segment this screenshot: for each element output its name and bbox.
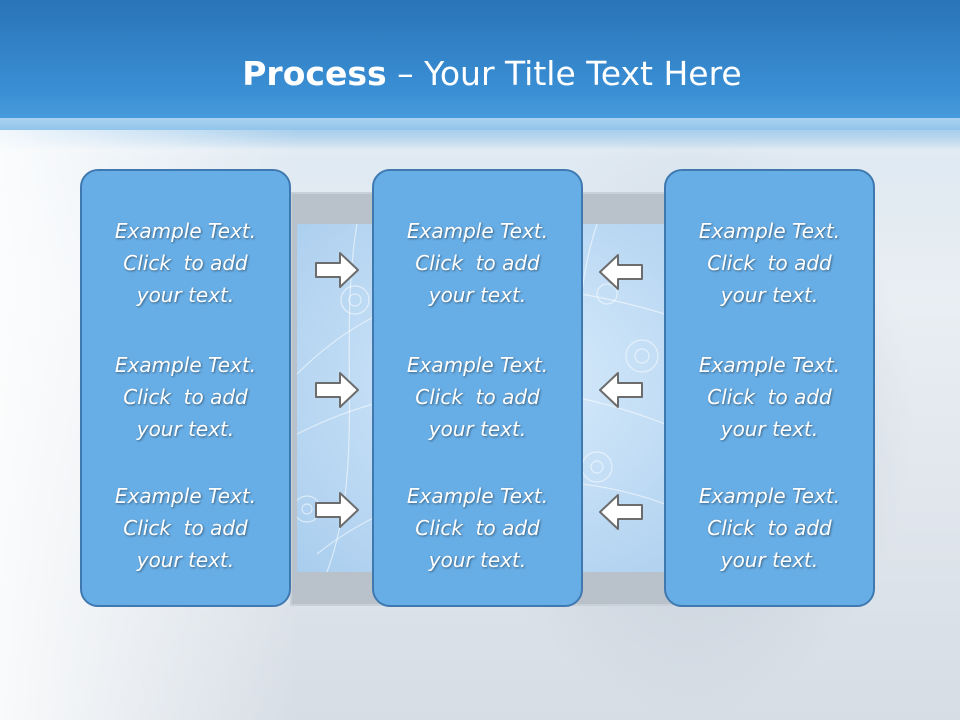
box-text[interactable]: Example Text. Click to add your text. [666,480,873,576]
box-text-line: Example Text. [406,219,549,243]
box-text-line: Click to add [707,385,832,409]
box-text-line: Click to add [123,385,248,409]
box-text-line: your text. [720,283,819,307]
right-arrow-icon[interactable] [314,250,360,290]
box-text-line: Click to add [415,385,540,409]
box-text-line: Click to add [123,516,248,540]
slide-title-bold: Process [242,54,387,93]
box-text-line: Example Text. [406,353,549,377]
box-text[interactable]: Example Text. Click to add your text. [374,480,581,576]
box-text-line: your text. [428,283,527,307]
box-text-line: Example Text. [406,484,549,508]
box-text-line: Example Text. [698,353,841,377]
box-text[interactable]: Example Text. Click to add your text. [82,349,289,445]
box-text[interactable]: Example Text. Click to add your text. [666,215,873,311]
box-text-line: Click to add [415,516,540,540]
left-arrow-icon[interactable] [598,252,644,292]
process-box-right[interactable]: Example Text. Click to add your text. Ex… [664,169,875,607]
box-text-line: your text. [136,417,235,441]
box-text-line: Example Text. [114,353,257,377]
box-text-line: Click to add [415,251,540,275]
box-text-line: Example Text. [114,219,257,243]
right-arrow-icon[interactable] [314,490,360,530]
box-text-line: Example Text. [698,219,841,243]
process-box-center[interactable]: Example Text. Click to add your text. Ex… [372,169,583,607]
box-text-line: Click to add [707,251,832,275]
box-text-line: your text. [428,548,527,572]
left-arrow-icon[interactable] [598,370,644,410]
box-text-line: your text. [136,283,235,307]
box-text-line: your text. [136,548,235,572]
box-text-line: your text. [428,417,527,441]
box-text-line: Click to add [123,251,248,275]
slide-title-rest: – Your Title Text Here [386,54,742,93]
box-text[interactable]: Example Text. Click to add your text. [374,349,581,445]
box-text[interactable]: Example Text. Click to add your text. [82,480,289,576]
slide-title[interactable]: Process – Your Title Text Here [0,52,960,96]
title-band [0,0,960,130]
box-text-line: Click to add [707,516,832,540]
box-text[interactable]: Example Text. Click to add your text. [374,215,581,311]
title-band-glow [0,118,960,158]
box-text-line: Example Text. [114,484,257,508]
box-text-line: your text. [720,417,819,441]
left-arrow-icon[interactable] [598,492,644,532]
process-box-left[interactable]: Example Text. Click to add your text. Ex… [80,169,291,607]
right-arrow-icon[interactable] [314,370,360,410]
box-text-line: Example Text. [698,484,841,508]
box-text[interactable]: Example Text. Click to add your text. [666,349,873,445]
box-text[interactable]: Example Text. Click to add your text. [82,215,289,311]
box-text-line: your text. [720,548,819,572]
